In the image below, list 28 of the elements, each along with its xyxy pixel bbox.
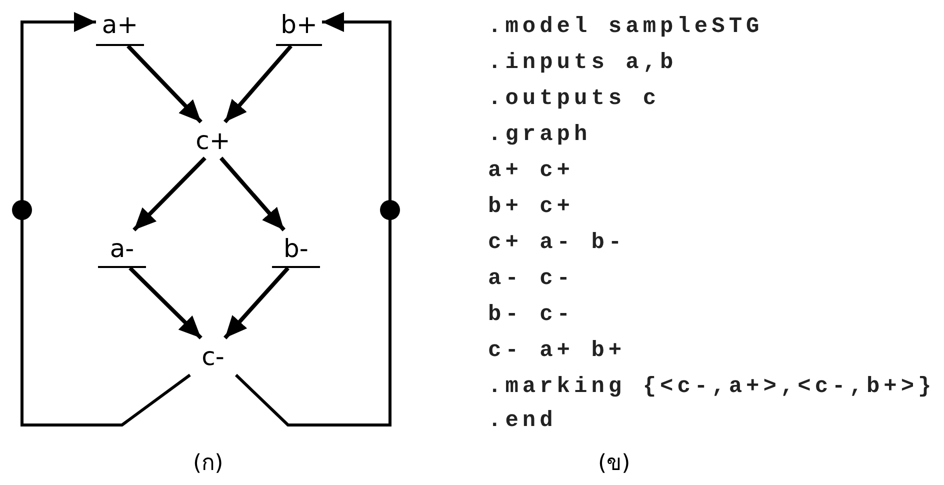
- code-line: .end: [488, 408, 557, 434]
- signal-transition: b+: [276, 8, 322, 46]
- arrow: [132, 156, 206, 232]
- code-line: a+ c+: [488, 158, 574, 184]
- code-line: b+ c+: [488, 194, 574, 220]
- signal-transition: c-: [190, 340, 236, 375]
- arrow: [220, 156, 286, 232]
- code-line: .inputs a,b: [488, 50, 678, 76]
- signal-transition: c+: [190, 124, 236, 158]
- arrow: [223, 44, 293, 124]
- code-line: b- c-: [488, 302, 574, 328]
- arrow: [234, 12, 392, 426]
- arrow: [20, 12, 191, 426]
- panel-caption: (ก): [193, 450, 224, 478]
- code-line: c+ a- b-: [488, 230, 626, 256]
- code-line: .marking {<c-,a+>,<c-,b+>}: [488, 374, 936, 400]
- arrow: [224, 266, 290, 340]
- code-line: .outputs c: [488, 86, 660, 112]
- signal-transition: a-: [98, 232, 146, 268]
- code-line: a- c-: [488, 266, 574, 292]
- code-line: c- a+ b+: [488, 338, 626, 364]
- signal-transition: a+: [96, 8, 144, 46]
- code-line: .graph: [488, 122, 592, 148]
- code-line: .model sampleSTG: [488, 14, 764, 40]
- arrow: [126, 44, 202, 124]
- arrow: [128, 266, 202, 340]
- signal-transition: b-: [272, 232, 320, 268]
- panel-caption: (ข): [598, 450, 630, 478]
